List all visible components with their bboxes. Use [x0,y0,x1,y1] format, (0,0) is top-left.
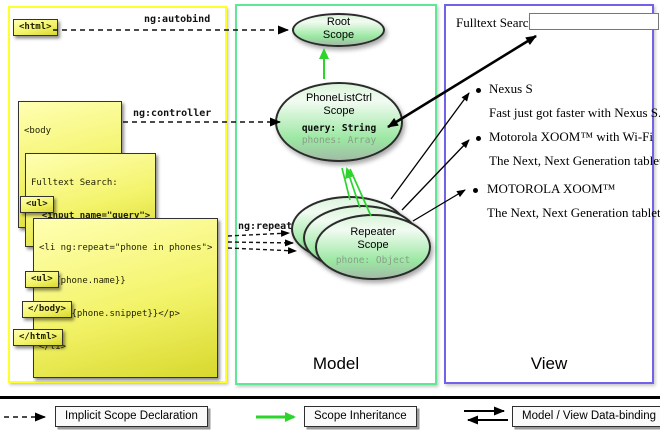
ng-repeat-label: ng:repeat [238,221,293,232]
scope-title-line: Scope [323,105,355,117]
scope-title-line: PhoneListCtrl [305,92,373,104]
html-close-tag-box: </html> [13,329,63,346]
legend-implicit-scope-declaration: Implicit Scope Declaration [55,406,208,427]
fulltext-search-input[interactable] [529,13,659,30]
phone-name: Motorola XOOM™ with Wi-Fi [489,129,654,144]
code-line: Fulltext Search: [31,178,118,188]
ul-close-tag-box: <ul> [25,271,59,288]
code-line: <li ng:repeat="phone in phones"> [39,243,213,253]
view-search-label: Fulltext Search: [456,15,539,30]
scope-prop-phones: phones: Array [301,135,377,146]
phone-name: MOTOROLA XOOM™ [487,181,616,196]
ng-controller-label: ng:controller [133,108,212,119]
html-open-tag-box: <html> [13,19,58,36]
code-line: </li> [39,342,67,352]
repeater-scope-label: Repeater Scope phone: Object [315,226,431,267]
model-panel-title: Model [312,354,360,373]
list-bullet [476,88,481,93]
li-repeat-code-box: <li ng:repeat="phone in phones"> {{phone… [33,218,219,378]
phone-snippet: The Next, Next Generation tablet. [489,153,660,168]
legend-double-arrow-icon [464,406,508,425]
phone-name: Nexus S [489,81,533,96]
model-panel [235,4,437,385]
view-panel-title: View [530,354,568,373]
root-scope-ellipse [292,13,385,47]
code-line: <input name="query"> [31,211,151,221]
phone-snippet: The Next, Next Generation tablet. [487,205,660,220]
scope-prop-phone: phone: Object [335,255,411,266]
body-close-tag-box: </body> [22,301,72,318]
legend-model-view-data-binding: Model / View Data-binding [512,406,660,427]
ul-open-tag-box: <ul> [20,196,54,213]
scope-title-line: Root [326,16,351,28]
list-bullet [473,188,478,193]
code-line: <body [24,126,52,136]
code-line: <p>{{phone.snippet}}</p> [39,309,180,319]
phonelistctrl-scope-label: PhoneListCtrl Scope query: String phones… [275,92,403,147]
root-scope-label: Root Scope [292,16,385,42]
legend-scope-inheritance: Scope Inheritance [304,406,417,427]
repeater-scope-ellipse-front [315,214,431,280]
scope-title-line: Scope [322,29,355,41]
code-line: {{phone.name}} [39,276,126,286]
ng-autobind-label: ng:autobind [144,14,211,25]
list-bullet [476,136,481,141]
scope-prop-query: query: String [301,123,377,134]
scope-title-line: Repeater [350,226,396,238]
phone-snippet: Fast just got faster with Nexus S. [489,105,660,120]
legend-separator-line [0,396,660,399]
scope-title-line: Scope [357,239,389,251]
